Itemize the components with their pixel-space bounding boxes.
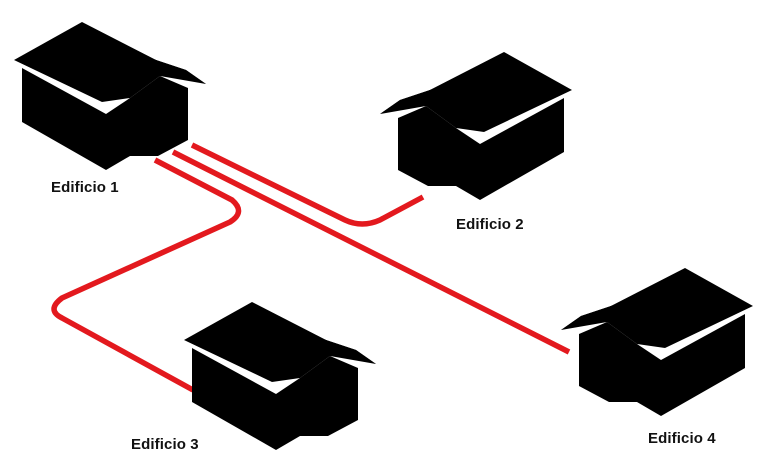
building-3-label: Edificio 3 — [131, 436, 199, 453]
cable-edificio1-edificio3 — [51, 157, 242, 393]
building-2-house — [380, 52, 572, 200]
cable-edificio1-edificio4 — [171, 149, 571, 355]
building-4-label: Edificio 4 — [648, 430, 716, 447]
building-3-house — [184, 302, 376, 450]
building-1-label: Edificio 1 — [51, 179, 119, 196]
building-4-house — [561, 268, 753, 416]
building-1-house — [14, 22, 206, 170]
building-2-label: Edificio 2 — [456, 216, 524, 233]
cable-edificio1-edificio2 — [190, 142, 425, 227]
